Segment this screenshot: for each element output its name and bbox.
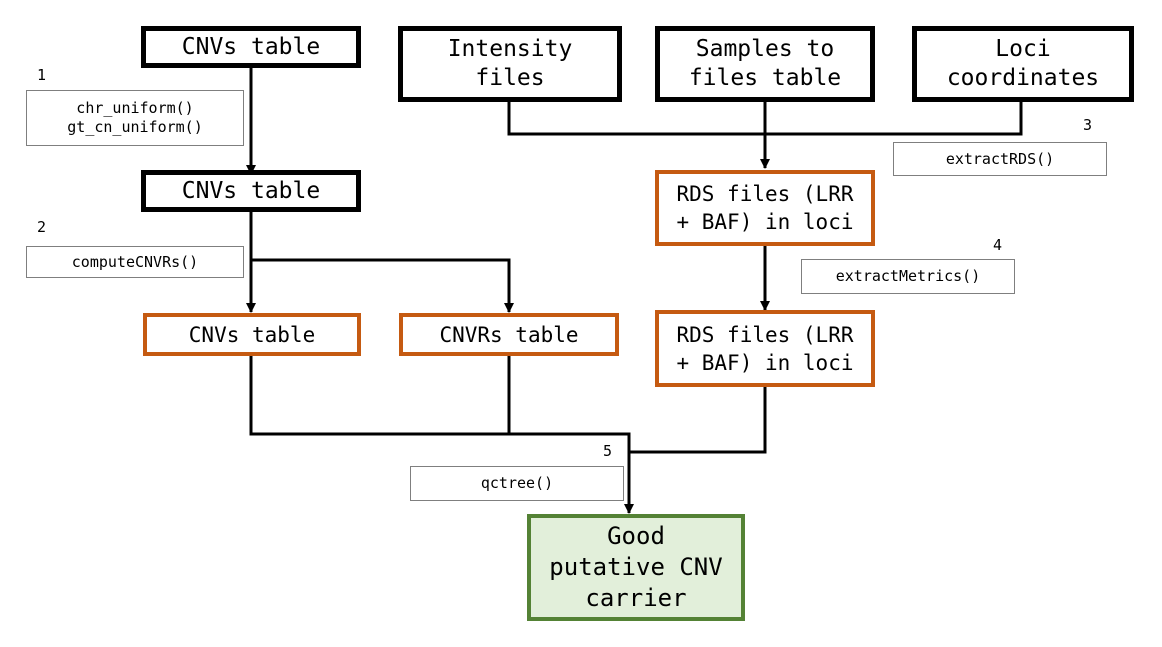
function-compute-cnvrs: computeCNVRs() [26, 246, 244, 278]
step-number-4: 4 [993, 236, 1003, 254]
node-cnvs-table-uniform: CNVs table [141, 170, 361, 212]
function-uniform: chr_uniform() gt_cn_uniform() [26, 90, 244, 146]
function-qctree: qctree() [410, 466, 624, 501]
node-rds-files-2: RDS files (LRR + BAF) in loci [655, 310, 875, 387]
node-intensity-files: Intensity files [398, 26, 622, 102]
node-cnvs-table-final: CNVs table [143, 313, 361, 356]
step-number-5: 5 [603, 442, 613, 460]
node-good-putative-cnv-carrier: Good putative CNV carrier [527, 514, 745, 621]
function-extract-rds: extractRDS() [893, 142, 1107, 176]
line-merge-left [249, 356, 511, 436]
step-number-2: 2 [37, 218, 47, 236]
node-cnvs-table-input: CNVs table [141, 26, 361, 68]
arrow-to-cnvrs [251, 258, 514, 313]
step-number-3: 3 [1083, 116, 1093, 134]
node-cnvrs-table: CNVRs table [399, 313, 619, 356]
line-merge-right [509, 386, 767, 454]
function-extract-metrics: extractMetrics() [801, 259, 1015, 294]
step-number-1: 1 [37, 66, 47, 84]
node-loci-coordinates: Loci coordinates [912, 26, 1134, 102]
node-rds-files-1: RDS files (LRR + BAF) in loci [655, 170, 875, 246]
node-samples-to-files-table: Samples to files table [655, 26, 875, 102]
